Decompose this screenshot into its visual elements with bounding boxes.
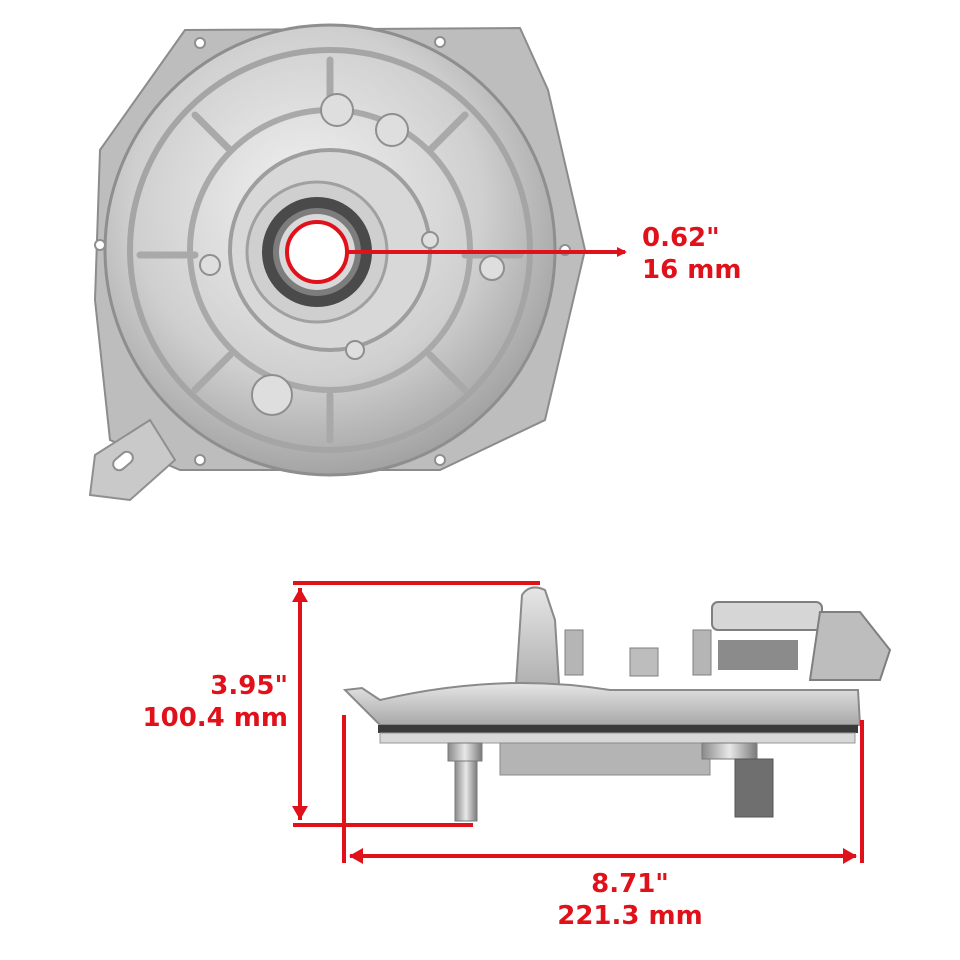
height-mm: 100.4 mm	[142, 703, 288, 733]
seal-diameter-indicator	[285, 220, 627, 284]
height-inches: 3.95"	[210, 671, 288, 701]
width-label: 8.71" 221.3 mm	[520, 868, 740, 932]
seal-diameter-inches: 0.62"	[642, 223, 720, 253]
width-mm: 221.3 mm	[557, 901, 703, 931]
height-label: 3.95" 100.4 mm	[130, 670, 288, 734]
seal-diameter-mm: 16 mm	[642, 255, 742, 285]
height-dimension-lines	[292, 581, 540, 827]
seal-diameter-label: 0.62" 16 mm	[642, 222, 741, 286]
width-dimension-lines	[342, 715, 864, 864]
width-inches: 8.71"	[591, 869, 669, 899]
case-cover-side-view	[342, 586, 892, 822]
